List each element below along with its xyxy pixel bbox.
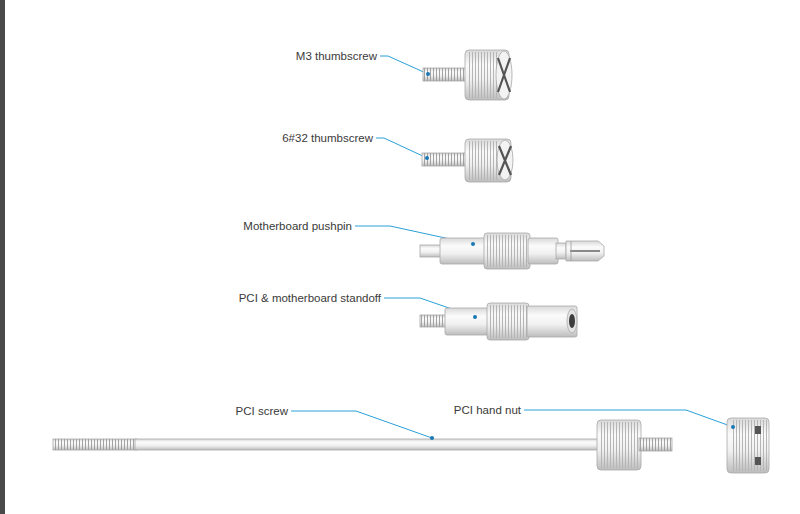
motherboard-pushpin bbox=[420, 233, 604, 269]
head-face bbox=[496, 51, 512, 99]
thread-lines bbox=[53, 439, 137, 450]
thread-lines bbox=[422, 153, 467, 166]
pci-screw bbox=[53, 420, 672, 470]
leader-dot bbox=[425, 156, 429, 160]
clip-slot bbox=[570, 250, 600, 252]
thread-shaft bbox=[420, 315, 447, 327]
knurled-head bbox=[597, 420, 641, 470]
leader-dot bbox=[426, 72, 430, 76]
screw-rod bbox=[135, 439, 600, 450]
nut-slot bbox=[755, 457, 761, 465]
clip-ridge bbox=[571, 241, 572, 261]
standoff bbox=[420, 303, 577, 340]
knurl-lines bbox=[468, 52, 498, 98]
thread-lines bbox=[423, 68, 467, 81]
leader-dot bbox=[731, 425, 735, 429]
standoff-body bbox=[527, 306, 577, 337]
pin-neck bbox=[556, 243, 566, 259]
knurl-lines bbox=[468, 141, 499, 180]
part-label: Motherboard pushpin bbox=[242, 219, 353, 233]
leader-line bbox=[380, 56, 428, 74]
knurl-lines bbox=[486, 235, 528, 267]
head-face bbox=[497, 140, 513, 180]
leader-dot bbox=[430, 436, 434, 440]
part-label: PCI hand nut bbox=[453, 403, 522, 417]
snap-clip bbox=[566, 241, 604, 261]
thread-shaft bbox=[53, 439, 137, 450]
thread-lines bbox=[639, 438, 672, 451]
standoff-end bbox=[567, 309, 577, 333]
knurl-lines bbox=[733, 420, 767, 471]
nut-slot bbox=[755, 426, 761, 434]
part-label: PCI screw bbox=[235, 404, 289, 418]
knurled-collar bbox=[487, 303, 529, 340]
part-label: M3 thumbscrew bbox=[295, 49, 378, 63]
cross-recess bbox=[498, 58, 510, 92]
pin-tip bbox=[420, 245, 442, 257]
thread-stub bbox=[639, 438, 672, 451]
part-label: PCI & motherboard standoff bbox=[238, 291, 382, 305]
leader-dot bbox=[471, 242, 475, 246]
m3-thumbscrew bbox=[423, 50, 512, 100]
edge-bar bbox=[0, 0, 5, 514]
nut-body bbox=[727, 418, 769, 473]
cross-recess bbox=[499, 146, 511, 175]
leader-line bbox=[291, 411, 432, 438]
knurled-collar bbox=[484, 233, 530, 269]
thread-shaft bbox=[422, 153, 467, 166]
thread-shaft bbox=[423, 68, 467, 81]
six-32-thumbscrew bbox=[422, 139, 513, 182]
leader-dots bbox=[425, 72, 735, 440]
thread-lines bbox=[420, 315, 447, 327]
leader-line bbox=[376, 138, 427, 158]
pin-body bbox=[440, 238, 486, 264]
pin-body bbox=[528, 238, 558, 264]
knurl-lines bbox=[489, 305, 527, 338]
threaded-hole bbox=[569, 314, 575, 328]
knurl-lines bbox=[599, 422, 639, 468]
leader-lines bbox=[291, 56, 733, 438]
pci-hand-nut bbox=[727, 418, 769, 473]
standoff-body bbox=[445, 308, 489, 335]
part-label: 6#32 thumbscrew bbox=[281, 131, 374, 145]
leader-dot bbox=[473, 315, 477, 319]
